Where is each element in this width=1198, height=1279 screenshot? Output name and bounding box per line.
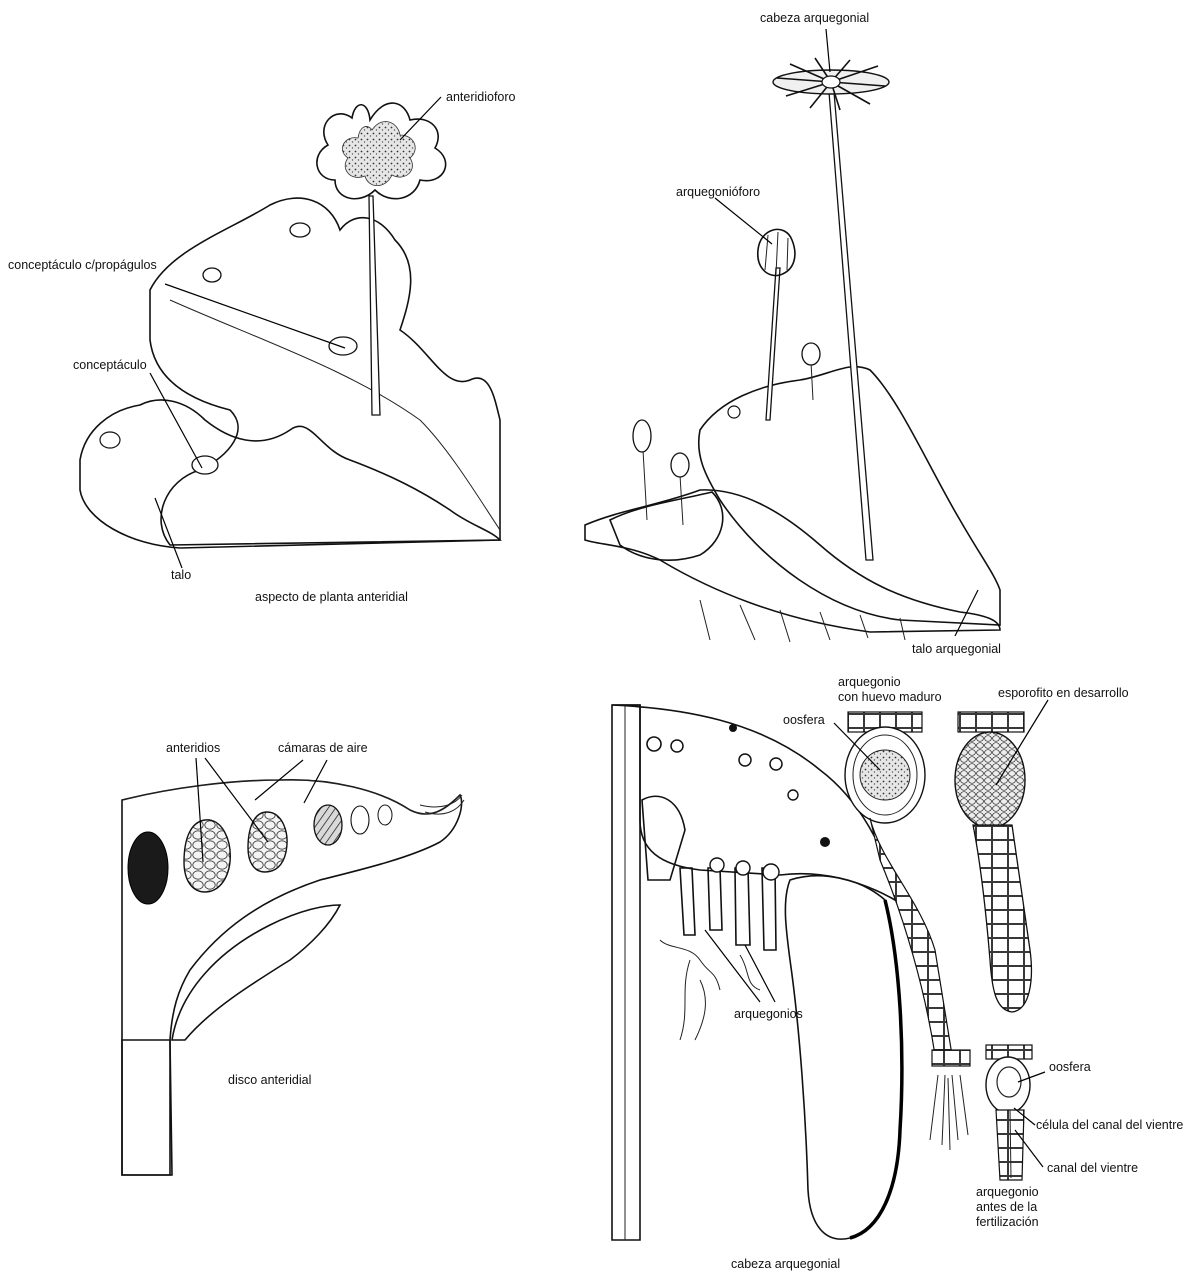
sporophyte-developing xyxy=(955,712,1031,1012)
antheridium-5 xyxy=(378,805,392,825)
label-archegonium-mature-2: con huevo maduro xyxy=(838,690,942,704)
archegonium-before-fertilization xyxy=(986,1045,1032,1180)
young-stalk-2 xyxy=(680,475,683,525)
young-stalk-3 xyxy=(811,362,813,400)
caption-archegonial-head: cabeza arquegonial xyxy=(731,1257,840,1271)
leader-archegonial-thallus xyxy=(955,590,978,636)
disc-stalk xyxy=(122,1040,172,1175)
label-archegonial-head: cabeza arquegonial xyxy=(760,11,869,25)
young-head-4 xyxy=(728,406,740,418)
archegonial-thallus-body xyxy=(699,367,1000,625)
label-antheridiophore: anteridioforo xyxy=(446,90,516,104)
antheridium-3 xyxy=(314,805,342,845)
rhizoids xyxy=(700,600,905,642)
disc-body xyxy=(122,780,462,1175)
label-air-chambers: cámaras de aire xyxy=(278,741,368,755)
conceptacle-cup-1 xyxy=(290,223,310,237)
antheridium-1 xyxy=(184,820,230,892)
disc-lower-scale xyxy=(172,905,340,1040)
conceptacle-cup-4 xyxy=(192,456,218,474)
label-sporophyte: esporofito en desarrollo xyxy=(998,686,1129,700)
label-archegonium-before-2: antes de la xyxy=(976,1200,1037,1214)
label-archegonia: arquegonios xyxy=(734,1007,803,1021)
thallus-lobe-back xyxy=(150,198,500,545)
leader-conceptacle-gemmae xyxy=(165,284,345,348)
label-antheridia: anteridios xyxy=(166,741,220,755)
head-inner-sheath xyxy=(642,796,685,880)
young-stalk-1 xyxy=(643,450,647,520)
leader-archegonial-head xyxy=(826,29,830,72)
archegoniophore-stalk-small xyxy=(766,268,780,420)
archegonial-thallus-flap xyxy=(610,492,723,560)
leader-conceptacle xyxy=(150,373,202,468)
caption-antheridial-plant: aspecto de planta anteridial xyxy=(255,590,408,604)
label-archegonium-before-3: fertilización xyxy=(976,1215,1039,1229)
antheridium-4 xyxy=(351,806,369,834)
young-head-2 xyxy=(671,453,689,477)
antheridiophore-stalk xyxy=(369,196,380,415)
label-archegoniophore: arquegonióforo xyxy=(676,185,760,199)
caption-antheridial-disc: disco anteridial xyxy=(228,1073,311,1087)
thallus-lobe-front xyxy=(80,400,500,548)
leader-thallus xyxy=(155,498,182,568)
archegonial-thallus-lower xyxy=(585,490,1000,632)
conceptacle-cup-5 xyxy=(100,432,120,448)
label-thallus: talo xyxy=(171,568,191,582)
young-head-1 xyxy=(633,420,651,452)
label-conceptacle: conceptáculo xyxy=(73,358,147,372)
antheridiophore-head xyxy=(317,103,446,199)
thallus-midrib xyxy=(170,300,500,530)
head-ray-edge xyxy=(850,900,902,1238)
head-stalk xyxy=(612,705,640,1240)
leader-archegonia-2 xyxy=(745,945,775,1002)
antheridial-plant-drawing xyxy=(80,103,500,548)
archegoniophore-stalk-main xyxy=(829,92,873,560)
conceptacle-cup-2 xyxy=(203,268,221,282)
leader-archegoniophore xyxy=(715,198,772,244)
conceptacle-cup-3 xyxy=(329,337,357,355)
label-egg-bottom: oosfera xyxy=(1049,1060,1091,1074)
leader-archegonia-1 xyxy=(705,930,760,1002)
archegonial-head-section-drawing xyxy=(612,705,1032,1240)
leader-antheridiophore xyxy=(400,97,441,140)
archegonial-plant-drawing xyxy=(585,58,1000,642)
head-ray xyxy=(785,876,901,1239)
label-ventral-canal-cell: célula del canal del vientre xyxy=(1036,1118,1183,1132)
label-conceptacle-gemmae: conceptáculo c/propágulos xyxy=(8,258,157,272)
label-egg-top: oosfera xyxy=(783,713,825,727)
archegonium-mature xyxy=(845,712,970,1150)
egg-cell-young xyxy=(997,1067,1021,1097)
label-archegonium-mature-1: arquegonio xyxy=(838,675,901,689)
label-archegonium-before-1: arquegonio xyxy=(976,1185,1039,1199)
young-head-3 xyxy=(802,343,820,365)
antheridial-disc-drawing xyxy=(122,780,464,1175)
dark-mass xyxy=(128,832,168,904)
label-ventral-canal: canal del vientre xyxy=(1047,1161,1138,1175)
label-archegonial-thallus: talo arquegonial xyxy=(912,642,1001,656)
